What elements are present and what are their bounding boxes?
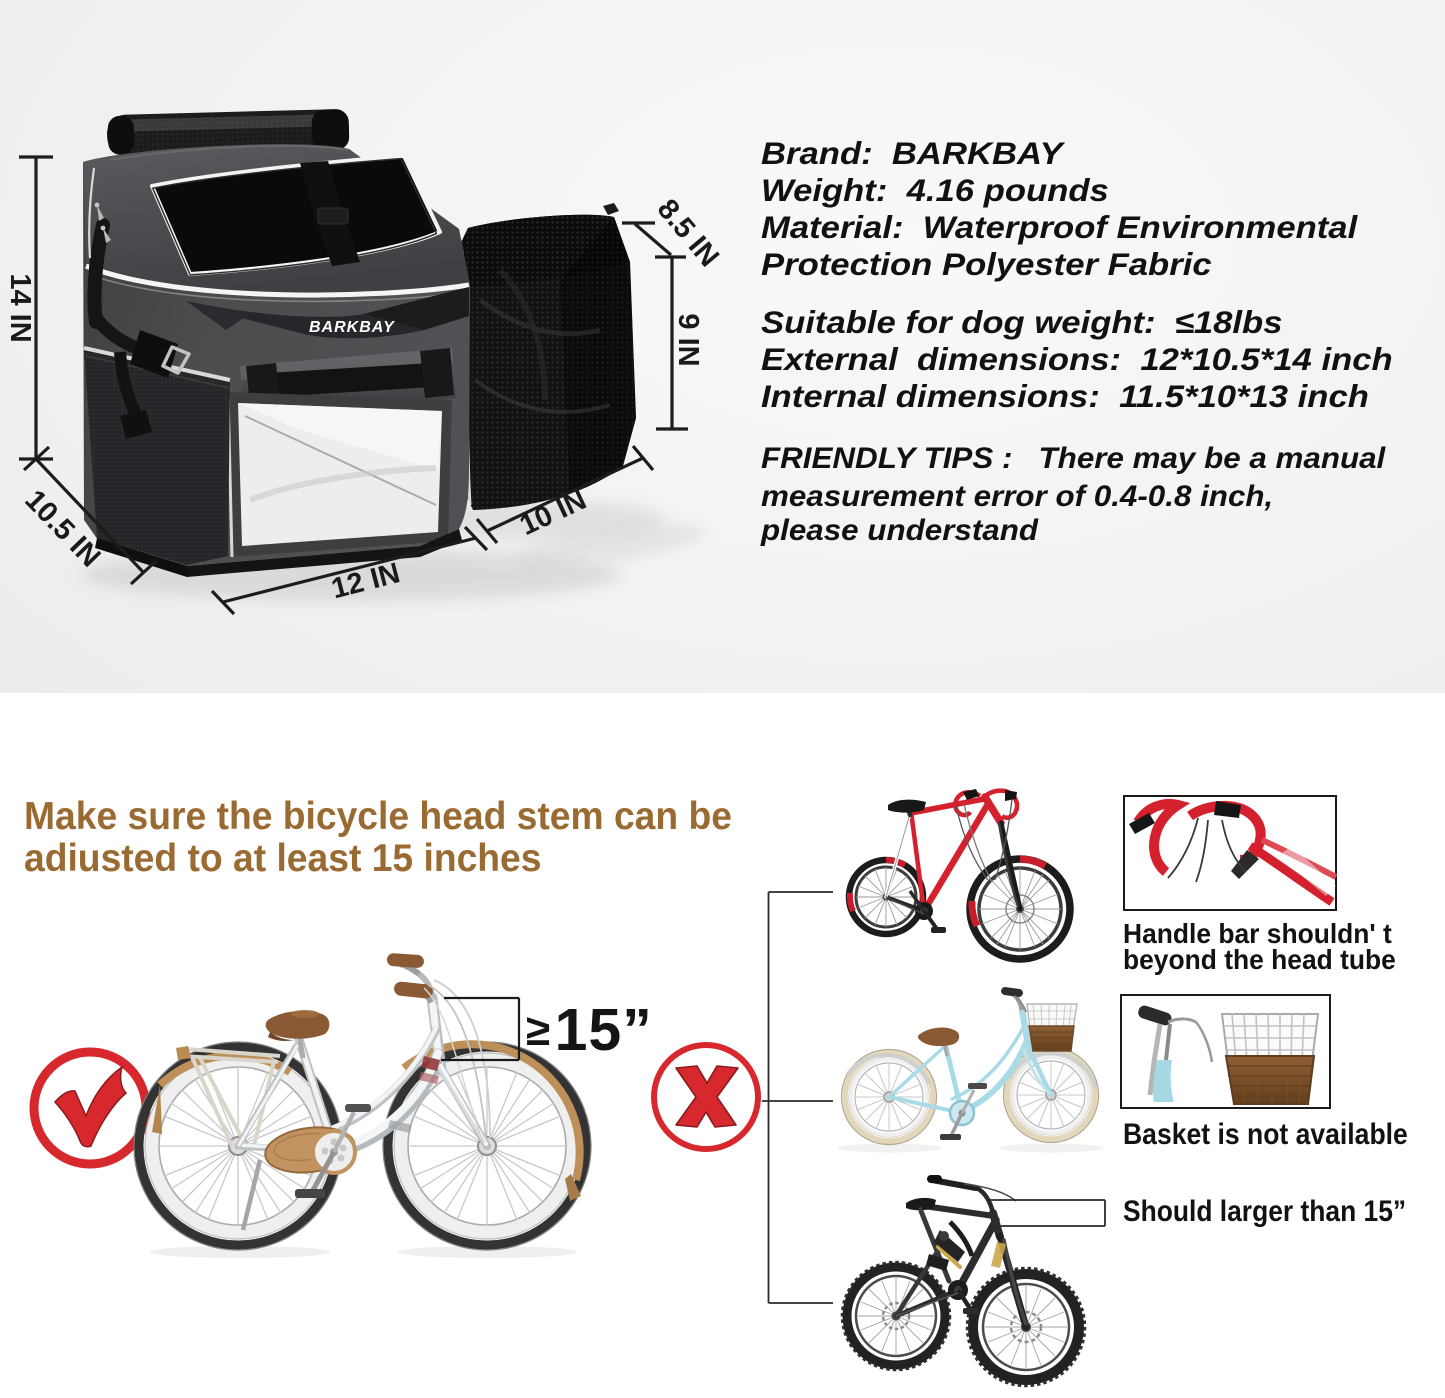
svg-text:BARKBAY: BARKBAY	[309, 319, 395, 336]
svg-text:8.5 IN: 8.5 IN	[651, 193, 725, 273]
svg-text:9 IN: 9 IN	[672, 313, 704, 366]
svg-text:14 IN: 14 IN	[4, 273, 36, 342]
